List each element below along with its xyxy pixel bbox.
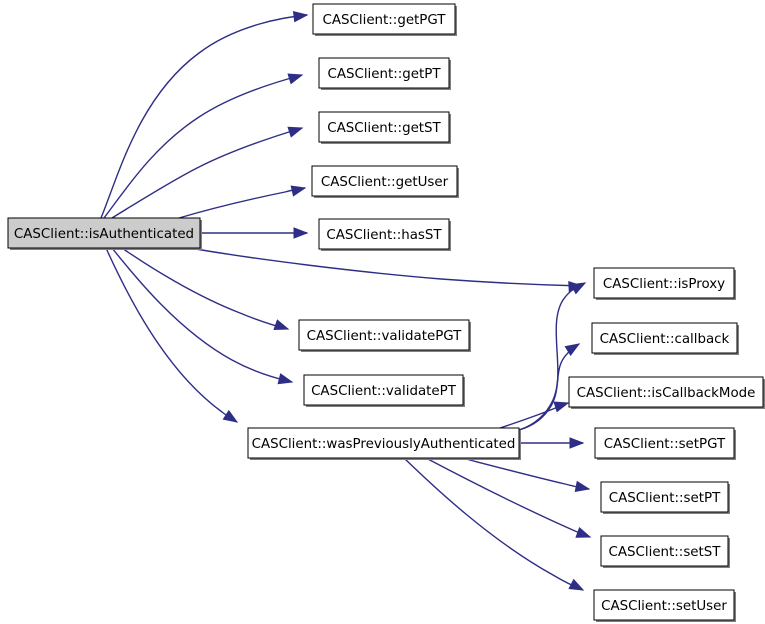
node-setUser[interactable]: CASClient::setUser [593, 589, 736, 622]
node-box-callback[interactable] [591, 322, 738, 354]
node-box-getPGT[interactable] [312, 3, 456, 35]
node-isProxy[interactable]: CASClient::isProxy [593, 267, 736, 300]
node-setPGT[interactable]: CASClient::setPGT [594, 427, 736, 460]
edge-isAuthenticated-to-isProxy [189, 247, 583, 287]
arrowhead-isProxy-b [570, 282, 587, 295]
edge-isAuthenticated-to-getUser [178, 187, 306, 219]
node-box-getPT[interactable] [318, 57, 450, 89]
node-getST[interactable]: CASClient::getST [318, 111, 451, 144]
arrowhead-getST [287, 126, 304, 138]
node-box-setST[interactable] [600, 535, 729, 567]
node-box-isProxy[interactable] [593, 267, 735, 299]
node-box-validatePT[interactable] [303, 374, 464, 406]
node-box-isCallbackMode[interactable] [568, 376, 764, 408]
node-box-getUser[interactable] [311, 165, 458, 197]
arrowhead-wasPrev [222, 409, 239, 423]
arrowhead-validatePGT [273, 319, 290, 331]
edge-isAuthenticated-to-getPT [103, 74, 303, 219]
arrowhead-isCallbackMode [553, 401, 570, 413]
node-validatePGT[interactable]: CASClient::validatePGT [298, 319, 471, 352]
nodes-layer: CASClient::isAuthenticated CASClient::get… [7, 3, 765, 622]
arrowhead-getUser [290, 185, 307, 197]
node-setST[interactable]: CASClient::setST [600, 535, 730, 568]
node-isCallbackMode[interactable]: CASClient::isCallbackMode [568, 376, 765, 409]
node-box-hasST[interactable] [318, 218, 450, 250]
edge-wasPreviouslyAuthenticated-to-setPT [461, 457, 590, 490]
arrowhead-callback [564, 343, 581, 357]
node-box-validatePGT[interactable] [298, 319, 470, 351]
arrowhead-getPT [287, 73, 304, 85]
node-validatePT[interactable]: CASClient::validatePT [303, 374, 465, 407]
node-wasPreviouslyAuthenticated[interactable]: CASClient::wasPreviouslyAuthenticated [247, 427, 521, 460]
node-getUser[interactable]: CASClient::getUser [311, 165, 459, 198]
node-getPGT[interactable]: CASClient::getPGT [312, 3, 457, 36]
node-isAuthenticated[interactable]: CASClient::isAuthenticated [7, 217, 202, 250]
edge-isAuthenticated-to-wasPreviouslyAuthenticated [105, 247, 238, 423]
node-setPT[interactable]: CASClient::setPT [600, 481, 730, 514]
arrowhead-setPT [574, 480, 591, 493]
node-box-setUser[interactable] [593, 589, 735, 621]
node-box-setPT[interactable] [600, 481, 729, 513]
arrowhead-hasST [293, 227, 309, 239]
arrowheads-layer [222, 10, 592, 591]
edge-isAuthenticated-to-validatePT [111, 247, 293, 383]
node-getPT[interactable]: CASClient::getPT [318, 57, 451, 90]
arrowhead-setUser [568, 578, 585, 591]
node-callback[interactable]: CASClient::callback [591, 322, 739, 355]
edge-wasPreviouslyAuthenticated-to-setUser [403, 457, 584, 591]
edge-isAuthenticated-to-getST [111, 127, 303, 219]
node-box-isAuthenticated[interactable] [7, 217, 201, 249]
arrowhead-getPGT [292, 10, 309, 23]
node-box-wasPreviouslyAuthenticated[interactable] [247, 427, 520, 459]
edge-isAuthenticated-to-getPGT [100, 14, 308, 219]
edge-isAuthenticated-to-validatePGT [121, 247, 289, 330]
edges-layer [100, 14, 591, 591]
node-box-setPGT[interactable] [594, 427, 735, 459]
arrowhead-setPGT [569, 437, 585, 449]
node-hasST[interactable]: CASClient::hasST [318, 218, 451, 251]
arrowhead-setST [575, 527, 592, 538]
arrowhead-validatePT [277, 373, 294, 385]
node-box-getST[interactable] [318, 111, 450, 143]
